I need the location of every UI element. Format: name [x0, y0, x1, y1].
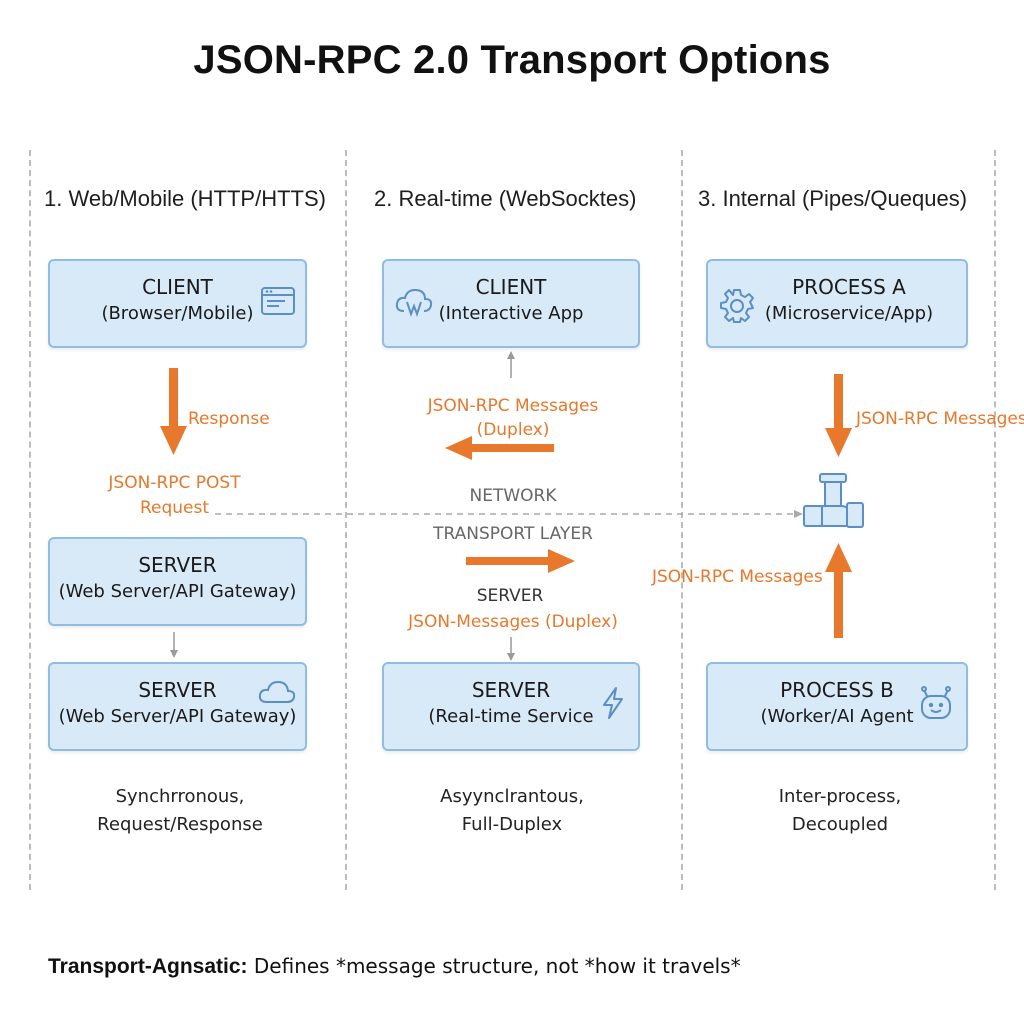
json-messages-duplex-label: JSON-Messages (Duplex)	[408, 612, 618, 632]
browser-window-icon	[261, 287, 295, 319]
web-client-subtitle: (Browser/Mobile)	[101, 303, 254, 324]
duplex-messages-line2: (Duplex)	[476, 420, 550, 440]
footer-note: Transport-Agnsatic: Defines *message str…	[48, 954, 741, 979]
realtime-server-subtitle: (Real-time Service	[428, 706, 594, 727]
footer-text: Defines *message structure, not *how it …	[247, 954, 741, 978]
web-note-line2: Request/Response	[97, 814, 263, 835]
web-server-title: SERVER	[138, 553, 217, 577]
column-divider	[345, 150, 347, 890]
realtime-client-title: CLIENT	[475, 275, 547, 299]
column-divider	[681, 150, 683, 890]
realtime-server-label: SERVER	[476, 586, 544, 606]
transport-layer-label: TRANSPORT LAYER	[433, 524, 593, 544]
process-a-down-arrow	[825, 374, 852, 457]
web-server-box: SERVER (Web Server/API Gateway)	[48, 537, 307, 626]
post-request-label-line2: Request	[139, 498, 210, 518]
internal-note-line2: Decoupled	[791, 814, 889, 835]
server-link-arrow	[170, 632, 178, 658]
process-b-box: PROCESS B (Worker/AI Agent	[706, 662, 968, 751]
web-client-title: CLIENT	[142, 275, 213, 299]
diagram-title: JSON-RPC 2.0 Transport Options	[193, 38, 831, 82]
lightning-icon	[600, 686, 626, 724]
realtime-client-box: CLIENT (Interactive App	[382, 259, 640, 348]
response-arrow	[160, 368, 187, 455]
realtime-note-line1: Asyynclrantous,	[440, 786, 584, 807]
cloud-w-icon	[394, 287, 434, 323]
web-server-subtitle: (Web Server/API Gateway)	[58, 581, 297, 602]
process-a-box: PROCESS A (Microservice/App)	[706, 259, 968, 348]
response-label: Response	[188, 409, 270, 429]
realtime-server-title: SERVER	[471, 678, 551, 702]
duplex-left-arrow	[445, 436, 554, 460]
web-client-box: CLIENT (Browser/Mobile)	[48, 259, 307, 348]
client-up-arrow	[507, 351, 515, 378]
process-a-title: PROCESS A	[792, 275, 906, 299]
footer-bold-label: Transport-Agnsatic:	[48, 955, 248, 978]
web-server-cloud-title: SERVER	[138, 678, 217, 702]
process-b-messages-label: JSON-RPC Messages	[652, 567, 823, 587]
network-dashed-line	[215, 510, 803, 518]
column-divider	[29, 150, 31, 890]
post-request-label-line1: JSON-RPC POST	[108, 473, 241, 493]
column-heading-web: 1. Web/Mobile (HTTP/HTTS)	[44, 186, 326, 211]
process-b-up-arrow	[825, 543, 852, 638]
realtime-server-box: SERVER (Real-time Service	[382, 662, 640, 751]
server-down-arrow	[507, 637, 515, 661]
network-label: NETWORK	[469, 486, 557, 506]
column-heading-realtime: 2. Real-time (WebSocktes)	[374, 186, 637, 211]
robot-icon	[916, 686, 956, 726]
column-divider	[994, 150, 996, 890]
pipe-icon	[803, 473, 864, 528]
realtime-note-line2: Full-Duplex	[461, 814, 563, 835]
cloud-icon	[257, 678, 297, 710]
web-note-line1: Synchrronous,	[115, 786, 245, 807]
internal-note-line1: Inter-process,	[778, 786, 902, 807]
web-server-cloud-box: SERVER (Web Server/API Gateway)	[48, 662, 307, 751]
duplex-messages-line1: JSON-RPC Messages	[427, 396, 599, 416]
column-heading-internal: 3. Internal (Pipes/Queques)	[698, 186, 968, 211]
process-b-subtitle: (Worker/AI Agent	[760, 706, 914, 727]
duplex-right-arrow	[466, 549, 575, 573]
process-b-title: PROCESS B	[780, 678, 894, 702]
process-a-messages-label: JSON-RPC Messages	[856, 409, 1024, 429]
web-server-cloud-subtitle: (Web Server/API Gateway)	[58, 706, 297, 727]
process-a-subtitle: (Microservice/App)	[764, 303, 934, 324]
gear-icon	[718, 287, 756, 329]
realtime-client-subtitle: (Interactive App	[438, 303, 584, 324]
